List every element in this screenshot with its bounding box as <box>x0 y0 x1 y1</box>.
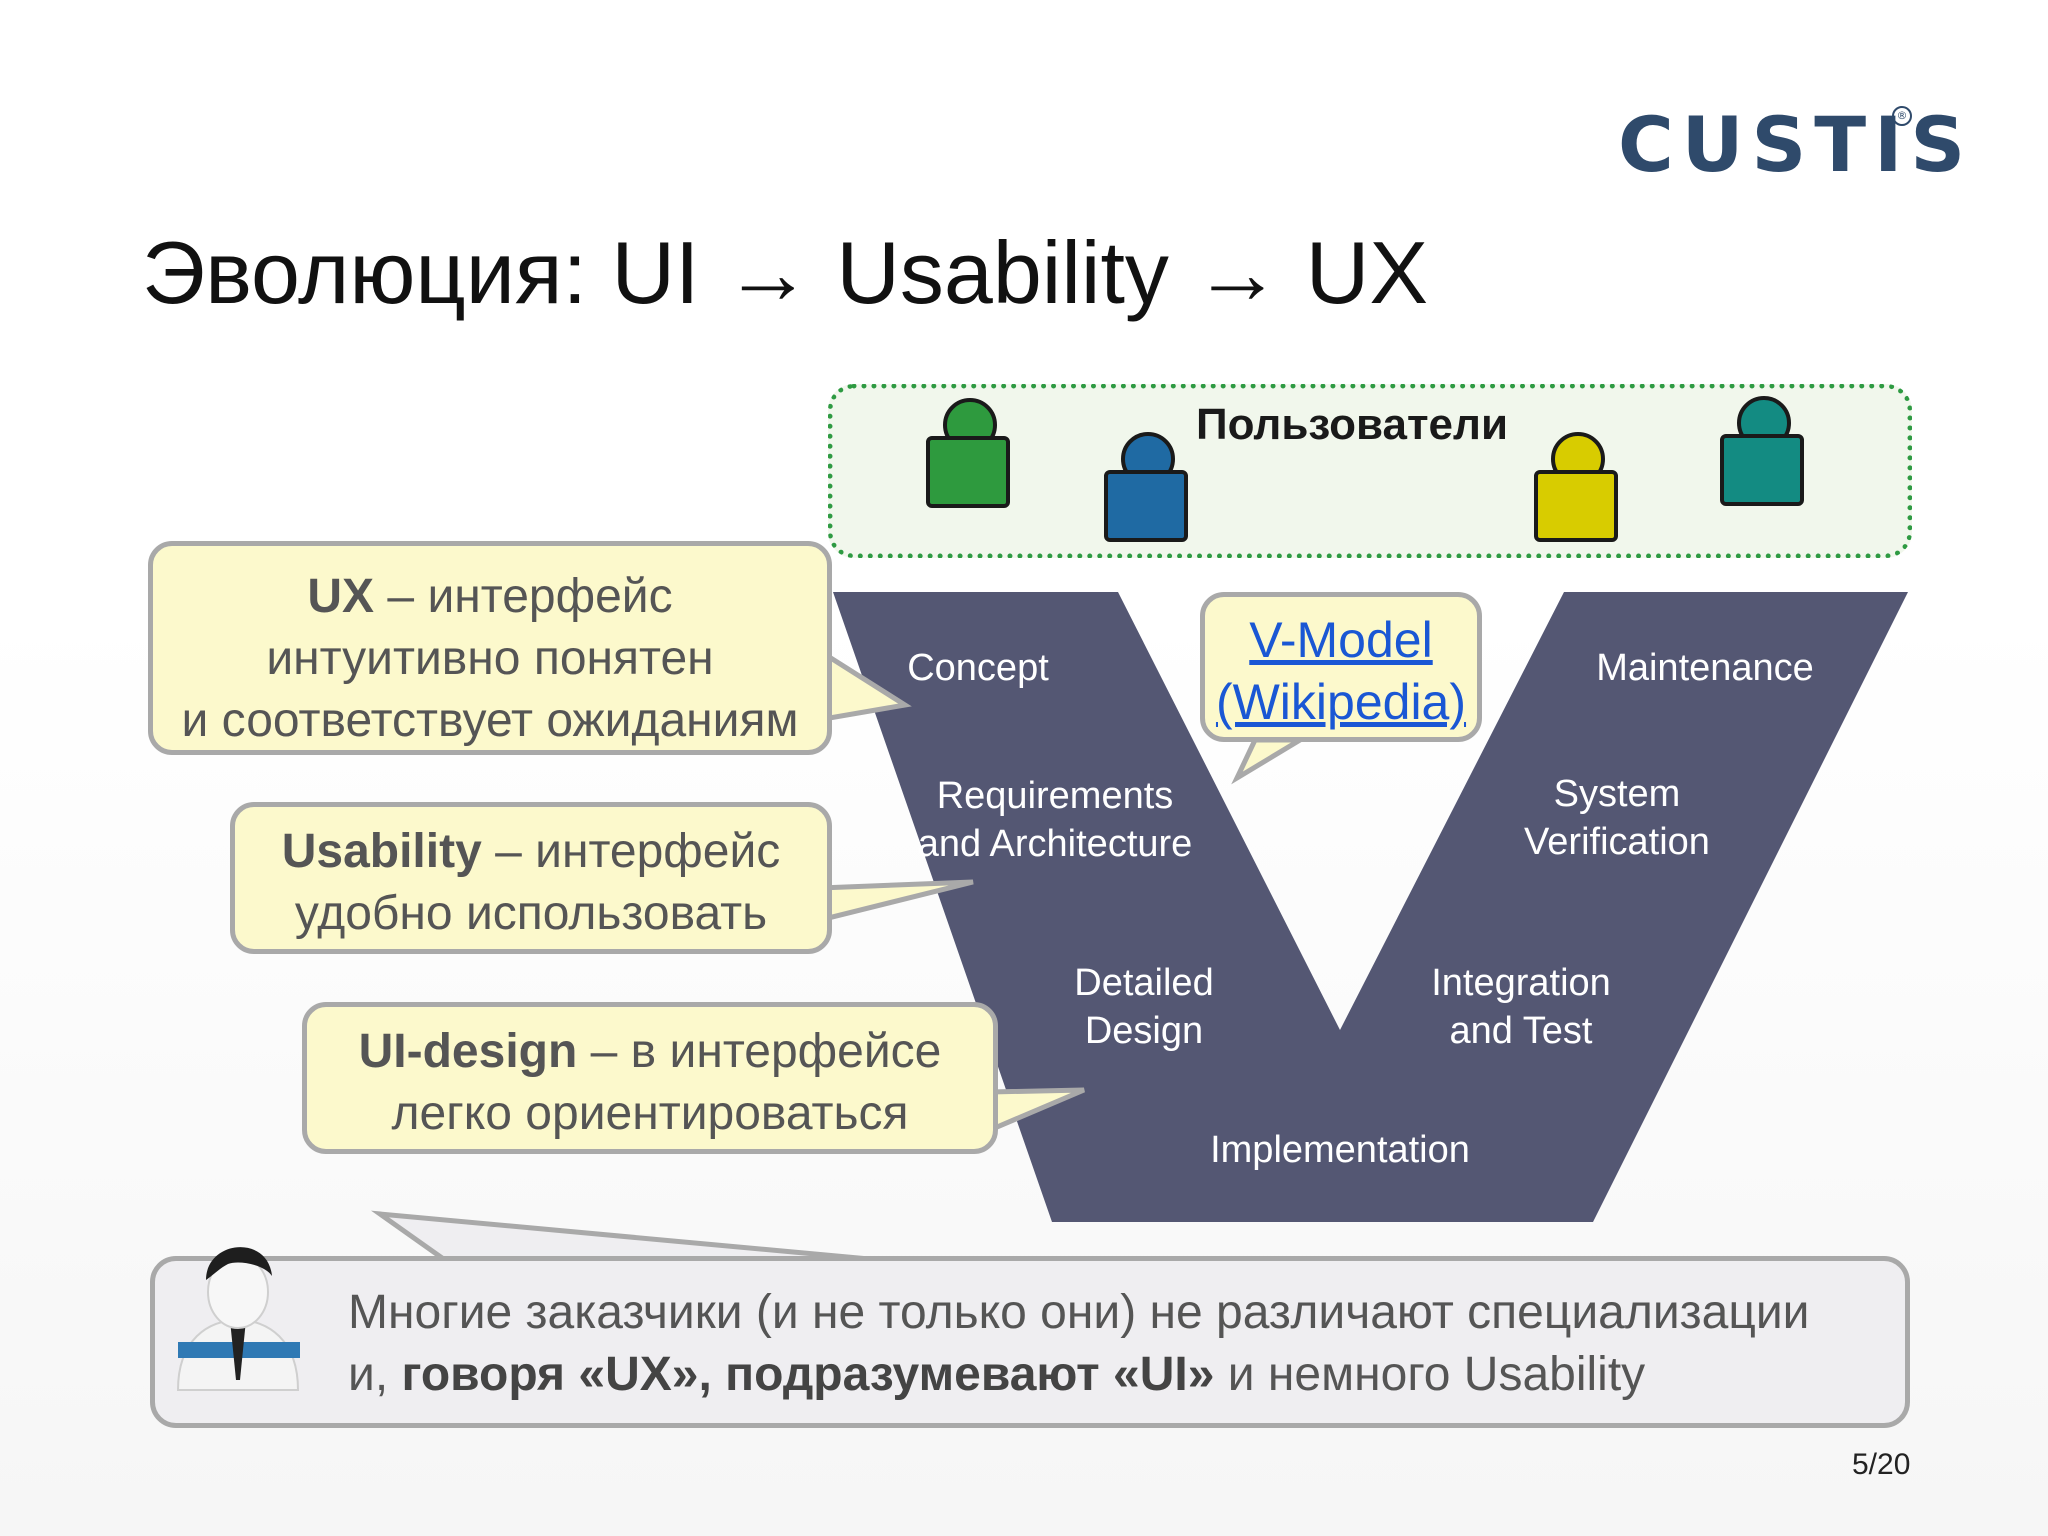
bottom-callout <box>150 1256 1910 1428</box>
user-body <box>926 436 1010 508</box>
bottom-line1: Многие заказчики (и не только они) не ра… <box>348 1286 1810 1339</box>
v-label-system-2: Verification <box>1524 821 1710 863</box>
ux-callout-line2: интуитивно понятен <box>266 632 714 685</box>
usability-term: Usability <box>281 825 482 878</box>
vmodel-link-line2[interactable]: (Wikipedia) <box>1215 674 1467 730</box>
uidesign-term: UI-design <box>358 1025 578 1078</box>
user-green-icon <box>926 398 1010 538</box>
page-number: 5/20 <box>1852 1448 1911 1481</box>
ux-callout-line3: и соответствует ожиданиям <box>181 694 799 747</box>
v-label-implementation: Implementation <box>1210 1129 1470 1171</box>
uidesign-callout-line2: легко ориентироваться <box>391 1087 909 1140</box>
v-label-detailed-2: Design <box>1085 1010 1203 1052</box>
ux-callout: UX – интерфейс интуитивно понятен и соот… <box>148 541 832 755</box>
v-model-shape <box>833 592 1908 1222</box>
v-label-detailed-1: Detailed <box>1074 962 1213 1004</box>
uidesign-callout-line1: UI-design – в интерфейсе <box>307 1021 993 1083</box>
usability-rest: – интерфейс <box>481 825 781 878</box>
user-body <box>1534 470 1618 542</box>
v-label-maintenance: Maintenance <box>1596 647 1814 689</box>
bottom-callout-tail <box>370 1210 881 1263</box>
bottom-line2-end: и немного Usability <box>1214 1348 1646 1401</box>
user-body <box>1104 470 1188 542</box>
registered-mark: ® <box>1892 106 1912 126</box>
bottom-line2-bold: говоря «UX», подразумевают «UI» <box>401 1348 1215 1401</box>
link-callout-tail <box>1231 737 1309 785</box>
slide-title: Эволюция: UI → Usability → UX <box>142 223 1429 322</box>
usability-callout: Usability – интерфейс удобно использоват… <box>230 802 832 954</box>
usability-callout-line2: удобно использовать <box>294 887 768 940</box>
v-label-requirements-1: Requirements <box>937 775 1174 817</box>
bottom-callout-text: Многие заказчики (и не только они) не ра… <box>348 1282 1810 1406</box>
user-body <box>1720 434 1804 506</box>
user-yellow-icon <box>1534 432 1618 572</box>
v-label-concept: Concept <box>907 647 1049 689</box>
v-label-requirements-2: and Architecture <box>918 823 1193 865</box>
usability-callout-line1: Usability – интерфейс <box>235 821 827 883</box>
ux-callout-line1: UX – интерфейс <box>153 566 827 628</box>
uidesign-callout: UI-design – в интерфейсе легко ориентиро… <box>302 1002 998 1154</box>
bottom-line2-start: и, <box>348 1348 402 1401</box>
ux-term: UX <box>307 570 375 623</box>
v-label-integration-2: and Test <box>1450 1010 1593 1052</box>
user-blue-icon <box>1104 432 1188 572</box>
vmodel-link-callout: V-Model (Wikipedia) <box>1200 592 1482 742</box>
ux-rest: – интерфейс <box>374 570 673 623</box>
person-avatar-icon <box>176 1247 300 1391</box>
v-label-integration-1: Integration <box>1431 962 1611 1004</box>
v-label-system-1: System <box>1554 773 1681 815</box>
user-teal-icon <box>1720 396 1804 536</box>
uidesign-rest: – в интерфейсе <box>577 1025 942 1078</box>
vmodel-link-line1[interactable]: V-Model <box>1249 612 1433 668</box>
bottom-line2: и, говоря «UX», подразумевают «UI» и нем… <box>348 1344 1810 1406</box>
users-label: Пользователи <box>1196 400 1509 449</box>
